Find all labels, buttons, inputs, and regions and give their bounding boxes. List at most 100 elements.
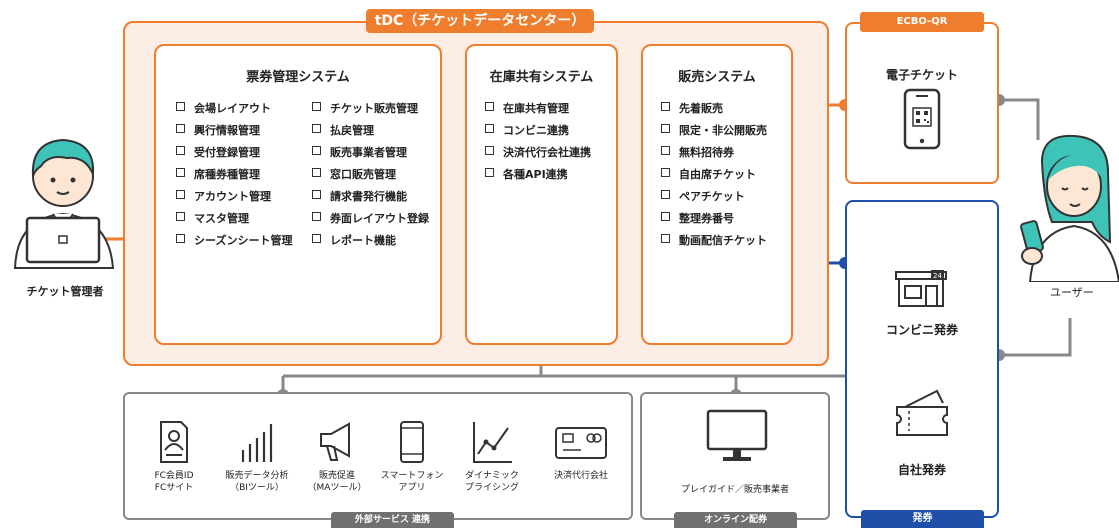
ticket-management-item: 請求書発行機能 <box>312 186 429 208</box>
convenience-issue-label: コンビニ発券 <box>885 323 958 337</box>
issue-tag: 発券 <box>861 510 984 528</box>
checkbox-square-icon <box>661 190 670 199</box>
checkbox-square-icon <box>176 212 185 221</box>
sales-item-label: ペアチケット <box>679 190 745 203</box>
ticket-management-system: 票券管理システム 会場レイアウト興行情報管理受付登録管理席種券種管理アカウント管… <box>154 44 442 345</box>
ticket-management-item-label: 席種券種管理 <box>194 168 260 181</box>
service-ma-line1: 販売促進 <box>318 471 355 481</box>
service-dynamic-pricing: ダイナミック プライシング <box>455 420 529 494</box>
checkbox-square-icon <box>485 168 494 177</box>
tdc-title: tDC（チケットデータセンター） <box>366 9 594 33</box>
ticket-management-item-label: 受付登録管理 <box>194 146 260 159</box>
checkbox-square-icon <box>661 124 670 133</box>
ticket-management-item: アカウント管理 <box>176 186 292 208</box>
ticket-management-item: シーズンシート管理 <box>176 230 292 252</box>
checkbox-square-icon <box>661 146 670 155</box>
checkbox-square-icon <box>661 102 670 111</box>
ticket-management-item: 払戻管理 <box>312 120 429 142</box>
checkbox-square-icon <box>312 212 321 221</box>
sales-item: 無料招待券 <box>661 142 767 164</box>
online-distribution-box: プレイガイド／販売事業者 <box>640 392 830 520</box>
service-bi: 販売データ分析 （BIツール） <box>217 420 297 494</box>
ticket-management-list-2: チケット販売管理払戻管理販売事業者管理窓口販売管理請求書発行機能券面レイアウト登… <box>312 98 429 252</box>
ticket-management-item-label: アカウント管理 <box>194 190 271 203</box>
ticket-management-item: 受付登録管理 <box>176 142 292 164</box>
service-payment-line1: 決済代行会社 <box>553 471 608 481</box>
external-services-tag: 外部サービス 連携 <box>331 512 454 528</box>
ticket-management-item: レポート機能 <box>312 230 429 252</box>
service-bi-line2: （BIツール） <box>230 483 284 493</box>
checkbox-square-icon <box>312 124 321 133</box>
ticket-management-item-label: チケット販売管理 <box>330 102 418 115</box>
sales-item-label: 先着販売 <box>679 102 723 115</box>
ticket-management-item-label: シーズンシート管理 <box>194 234 293 247</box>
ticket-management-item-label: 興行情報管理 <box>194 124 260 137</box>
sales-item-label: 動画配信チケット <box>679 234 767 247</box>
ticket-management-list-1: 会場レイアウト興行情報管理受付登録管理席種券種管理アカウント管理マスタ管理シーズ… <box>176 98 292 252</box>
checkbox-square-icon <box>485 124 494 133</box>
inventory-item: 在庫共有管理 <box>485 98 591 120</box>
ticket-management-item-label: 会場レイアウト <box>194 102 271 115</box>
sales-item: 動画配信チケット <box>661 230 767 252</box>
sales-list: 先着販売限定・非公開販売無料招待券自由席チケットペアチケット整理券番号動画配信チ… <box>661 98 767 252</box>
ecbo-qr-tag: ECBO-QR <box>860 12 984 32</box>
ticket-admin-figure <box>13 138 115 269</box>
admin-label: チケット管理者 <box>26 285 104 298</box>
monitor-icon <box>706 409 768 461</box>
sales-item-label: 限定・非公開販売 <box>679 124 767 137</box>
credit-card-icon <box>555 427 607 459</box>
smartphone-icon <box>400 421 424 463</box>
inventory-list: 在庫共有管理コンビニ連携決済代行会社連携各種API連携 <box>485 98 591 186</box>
sales-item-label: 整理券番号 <box>679 212 734 225</box>
ticket-management-item: 会場レイアウト <box>176 98 292 120</box>
sales-item: ペアチケット <box>661 186 767 208</box>
checkbox-square-icon <box>312 168 321 177</box>
ticket-management-item: 販売事業者管理 <box>312 142 429 164</box>
inventory-item: コンビニ連携 <box>485 120 591 142</box>
qr-phone-icon <box>903 88 941 150</box>
svg-text:24: 24 <box>933 272 942 280</box>
ticket-management-title: 票券管理システム <box>246 70 350 85</box>
user-figure <box>1020 134 1119 282</box>
online-distribution-tag: オンライン配券 <box>674 512 797 528</box>
convenience-store-icon: 24 <box>895 270 947 307</box>
inventory-item-label: 決済代行会社連携 <box>503 146 591 159</box>
member-card-icon <box>160 421 188 463</box>
service-app-line1: スマートフォン <box>380 471 444 481</box>
service-app: スマートフォン アプリ <box>377 420 447 494</box>
checkbox-square-icon <box>485 146 494 155</box>
sales-item-label: 無料招待券 <box>679 146 734 159</box>
inventory-item-label: 在庫共有管理 <box>503 102 569 115</box>
ticket-management-item: 興行情報管理 <box>176 120 292 142</box>
service-ma-line2: （MAツール） <box>307 483 367 493</box>
line-graph-icon <box>473 422 512 463</box>
service-fc-line1: FC会員ID <box>154 471 194 481</box>
checkbox-square-icon <box>176 124 185 133</box>
checkbox-square-icon <box>176 234 185 243</box>
inventory-item-label: コンビニ連携 <box>503 124 569 137</box>
megaphone-icon <box>320 422 350 461</box>
service-app-line2: アプリ <box>398 483 426 493</box>
checkbox-square-icon <box>176 102 185 111</box>
inventory-item: 決済代行会社連携 <box>485 142 591 164</box>
inventory-title: 在庫共有システム <box>489 70 594 85</box>
checkbox-square-icon <box>312 102 321 111</box>
service-bi-line1: 販売データ分析 <box>225 471 289 481</box>
ticket-icon <box>896 389 948 436</box>
ticket-management-item: チケット販売管理 <box>312 98 429 120</box>
inventory-item-label: 各種API連携 <box>503 168 568 181</box>
ticket-management-item: マスタ管理 <box>176 208 292 230</box>
ticket-management-item: 窓口販売管理 <box>312 164 429 186</box>
ticket-management-item-label: 請求書発行機能 <box>330 190 407 203</box>
ticket-management-item: 席種券種管理 <box>176 164 292 186</box>
service-payment: 決済代行会社 <box>539 420 623 482</box>
e-ticket-label: 電子チケット <box>885 68 958 82</box>
ticket-management-item-label: 券面レイアウト登録 <box>330 212 429 225</box>
inventory-sharing-system: 在庫共有システム 在庫共有管理コンビニ連携決済代行会社連携各種API連携 <box>465 44 618 345</box>
sales-system: 販売システム 先着販売限定・非公開販売無料招待券自由席チケットペアチケット整理券… <box>641 44 793 345</box>
sales-item: 限定・非公開販売 <box>661 120 767 142</box>
checkbox-square-icon <box>312 190 321 199</box>
checkbox-square-icon <box>176 190 185 199</box>
external-services-box: FC会員ID FCサイト 販売データ分析 （BIツール） 販売促進 （MAツール… <box>123 392 633 520</box>
self-issue-label: 自社発券 <box>897 463 946 477</box>
